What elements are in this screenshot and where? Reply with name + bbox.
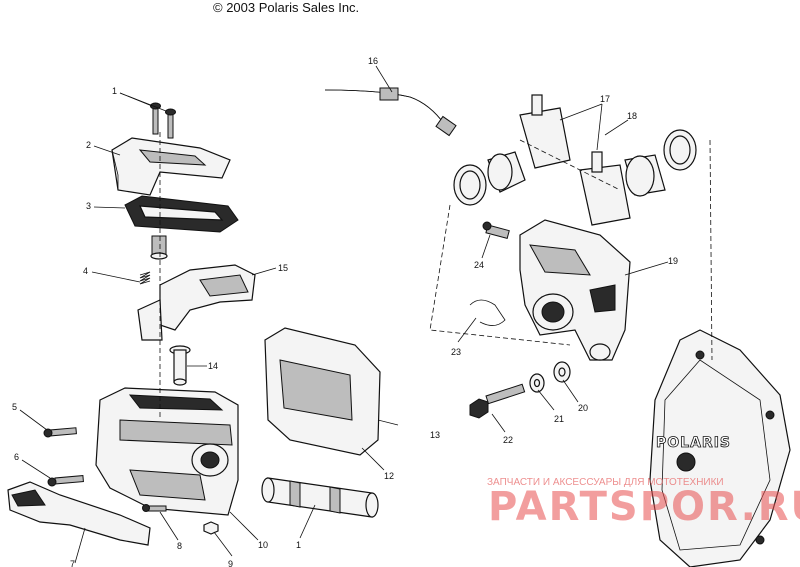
watermark-tagline: ЗАПЧАСТИ И АКСЕССУАРЫ ДЛЯ МОТОТЕХНИКИ xyxy=(487,477,724,488)
reservoir-diaphragm xyxy=(124,195,239,233)
callout-12: 12 xyxy=(361,447,394,481)
svg-text:12: 12 xyxy=(384,471,394,481)
housing-cover xyxy=(264,327,399,456)
clamp-bolts xyxy=(43,427,84,487)
callout-17: 17 xyxy=(559,94,610,151)
callout-19: 19 xyxy=(624,256,678,276)
callout-24: 24 xyxy=(474,234,491,270)
caliper-body xyxy=(519,219,631,361)
master-cylinder-body xyxy=(95,387,239,516)
svg-text:24: 24 xyxy=(474,260,484,270)
callout-labels: 1 2 3 4 5 6 7 8 9 10 1 12 13 14 15 16 17… xyxy=(12,56,678,567)
spring xyxy=(139,271,151,285)
callout-1b: 1 xyxy=(296,504,316,550)
svg-text:8: 8 xyxy=(177,541,182,551)
svg-text:1: 1 xyxy=(112,86,117,96)
callout-2: 2 xyxy=(86,140,121,156)
svg-text:3: 3 xyxy=(86,201,91,211)
bleeder-screw xyxy=(482,221,510,240)
svg-text:5: 5 xyxy=(12,402,17,412)
lever-tube xyxy=(261,477,379,518)
svg-text:14: 14 xyxy=(208,361,218,371)
callout-16: 16 xyxy=(368,56,393,93)
callout-13: 13 xyxy=(430,430,440,440)
svg-text:1: 1 xyxy=(296,540,301,550)
svg-text:15: 15 xyxy=(278,263,288,273)
svg-text:22: 22 xyxy=(503,435,513,445)
brake-pads xyxy=(519,94,631,226)
mount-hardware xyxy=(469,361,571,419)
svg-text:17: 17 xyxy=(600,94,610,104)
reservoir-screws xyxy=(150,102,176,139)
callout-23: 23 xyxy=(451,317,477,357)
callout-6: 6 xyxy=(14,452,51,479)
copyright-notice: © 2003 Polaris Sales Inc. xyxy=(213,0,360,15)
svg-text:10: 10 xyxy=(258,540,268,550)
drive-cover: POLARIS xyxy=(649,329,791,567)
svg-text:6: 6 xyxy=(14,452,19,462)
callout-18: 18 xyxy=(604,111,637,136)
brake-lever xyxy=(7,481,151,546)
svg-text:21: 21 xyxy=(554,414,564,424)
callout-4: 4 xyxy=(83,266,141,283)
callout-5: 5 xyxy=(12,402,48,431)
brake-line xyxy=(324,87,457,137)
svg-text:16: 16 xyxy=(368,56,378,66)
svg-text:19: 19 xyxy=(668,256,678,266)
callout-10: 10 xyxy=(229,511,268,550)
callout-8: 8 xyxy=(159,511,182,551)
watermark: ЗАПЧАСТИ И АКСЕССУАРЫ ДЛЯ МОТОТЕХНИКИ PA… xyxy=(487,477,800,530)
callout-22: 22 xyxy=(491,413,513,445)
reservoir-cover xyxy=(111,137,231,196)
callout-20: 20 xyxy=(562,379,588,413)
svg-text:18: 18 xyxy=(627,111,637,121)
pivot-pin xyxy=(169,345,191,386)
brake-light-switch xyxy=(137,264,256,341)
callout-3: 3 xyxy=(86,201,126,211)
callout-7: 7 xyxy=(70,527,86,567)
callout-21: 21 xyxy=(537,389,564,424)
callout-1a: 1 xyxy=(112,86,167,112)
svg-text:9: 9 xyxy=(228,559,233,567)
svg-text:4: 4 xyxy=(83,266,88,276)
svg-text:13: 13 xyxy=(430,430,440,440)
svg-text:2: 2 xyxy=(86,140,91,150)
svg-text:20: 20 xyxy=(578,403,588,413)
caliper-pistons xyxy=(453,129,697,206)
watermark-brand: PARTSPOR.RU xyxy=(488,484,800,530)
cover-logo: POLARIS xyxy=(656,435,731,451)
svg-text:23: 23 xyxy=(451,347,461,357)
callout-9: 9 xyxy=(213,531,233,567)
svg-text:7: 7 xyxy=(70,559,75,567)
callout-14: 14 xyxy=(187,361,218,371)
callout-15: 15 xyxy=(251,263,288,276)
